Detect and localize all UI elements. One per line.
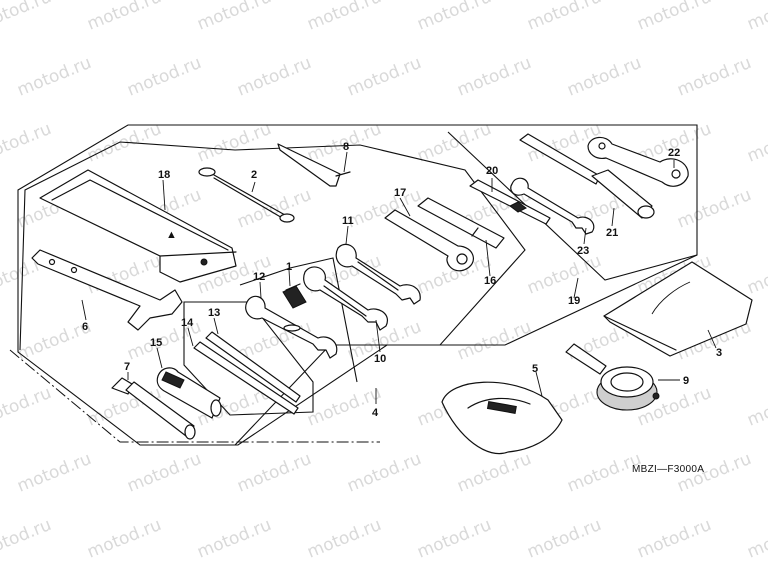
wrench-23 [510, 177, 595, 235]
callout-11: 11 [342, 215, 354, 227]
watermark-text: motod.ru [344, 449, 424, 497]
watermark-text: motod.ru [524, 515, 604, 563]
watermark-text: motod.ru [84, 0, 164, 35]
watermark-text: motod.ru [744, 119, 768, 167]
callout-5: 5 [532, 363, 538, 375]
watermark-text: motod.ru [14, 449, 94, 497]
watermark-text: motod.ru [304, 515, 384, 563]
cable-pin [198, 167, 295, 223]
watermark-text: motod.ru [744, 383, 768, 431]
group-outlines [9, 124, 698, 446]
watermark-text: motod.ru [454, 53, 534, 101]
callout-14: 14 [181, 317, 194, 329]
open-wrench-12 [245, 295, 338, 359]
grip-handle [156, 367, 222, 419]
callout-2: 2 [251, 169, 257, 181]
outer-frame-19 [17, 124, 698, 446]
pin-spanner [31, 249, 183, 331]
frame-line-right [447, 131, 698, 281]
callout-3: 3 [716, 347, 722, 359]
watermark-text: motod.ru [0, 383, 54, 431]
callout-21: 21 [606, 227, 618, 239]
callout-16: 16 [484, 275, 496, 287]
callout-9: 9 [683, 375, 689, 387]
inner-frame-4 [19, 141, 526, 446]
watermark-text: motod.ru [524, 0, 604, 35]
watermark-text: motod.ru [0, 515, 54, 563]
watermark-text: motod.ru [744, 0, 768, 35]
ring-spanner [384, 209, 474, 272]
watermark-text: motod.ru [84, 515, 164, 563]
dash-line [9, 349, 380, 443]
watermark-text: motod.ru [234, 449, 314, 497]
callout-19: 19 [568, 295, 580, 307]
watermark-text: motod.ru [454, 449, 534, 497]
diagram-code: MBZI—F3000A [632, 464, 704, 475]
tool-bag: ▲ [39, 169, 237, 283]
watermark-text: motod.ru [344, 53, 424, 101]
watermark-text: motod.ru [634, 0, 714, 35]
watermark-text: motod.ru [454, 317, 534, 365]
svg-text:▲: ▲ [166, 229, 177, 241]
callout-15: 15 [150, 337, 162, 349]
callout-20: 20 [486, 165, 498, 177]
box-wrenches [239, 257, 358, 383]
spanner-22 [587, 136, 689, 187]
small-driver [282, 283, 307, 309]
callout-10: 10 [374, 353, 386, 365]
watermark-text: motod.ru [674, 185, 754, 233]
open-wrench-11 [335, 243, 421, 305]
watermark-text: motod.ru [414, 119, 494, 167]
callout-7: 7 [124, 361, 130, 373]
screwdriver-20 [469, 179, 551, 225]
leader-lines [81, 151, 717, 404]
screwdriver-handle [417, 197, 505, 249]
callout-22: 22 [668, 147, 680, 159]
watermark-text: motod.ru [674, 53, 754, 101]
watermark-text: motod.ru [124, 53, 204, 101]
socket-extension [111, 377, 196, 440]
callout-8: 8 [343, 141, 349, 153]
hex-key [277, 143, 351, 187]
callout-12: 12 [253, 271, 265, 283]
open-wrench-10 [303, 266, 388, 331]
watermark-text: motod.ru [414, 0, 494, 35]
spark-plug-wrench [519, 133, 655, 219]
watermark-text: motod.ru [234, 53, 314, 101]
callout-18: 18 [158, 169, 170, 181]
callout-4: 4 [372, 407, 379, 419]
callouts: 18 2 8 11 17 20 22 12 1 6 13 14 15 7 10 … [82, 141, 722, 419]
callout-6: 6 [82, 321, 88, 333]
watermark-text: motod.ru [194, 515, 274, 563]
callout-13: 13 [208, 307, 220, 319]
watermark-text: motod.ru [564, 53, 644, 101]
watermark-text: motod.ru [524, 251, 604, 299]
pouch [603, 261, 753, 357]
watermark-text: motod.ru [744, 251, 768, 299]
callout-17: 17 [394, 187, 406, 199]
watermark-text: motod.ru [14, 53, 94, 101]
watermark-text: motod.ru [124, 449, 204, 497]
watermark-text: motod.ru [194, 119, 274, 167]
glove-bag [441, 381, 563, 455]
watermark-text: motod.ru [304, 0, 384, 35]
watermark-text: motod.ru [0, 119, 54, 167]
watermark-text: motod.ru [414, 515, 494, 563]
callout-1: 1 [286, 261, 292, 273]
screwdriver-13-14 [193, 331, 301, 415]
watermark-text: motod.ru [634, 515, 714, 563]
watermark-text: motod.ru [194, 0, 274, 35]
pressure-gauge [565, 343, 660, 411]
watermark-text: motod.ru [0, 0, 54, 35]
watermark-text: motod.ru [744, 515, 768, 563]
callout-23: 23 [577, 245, 589, 257]
